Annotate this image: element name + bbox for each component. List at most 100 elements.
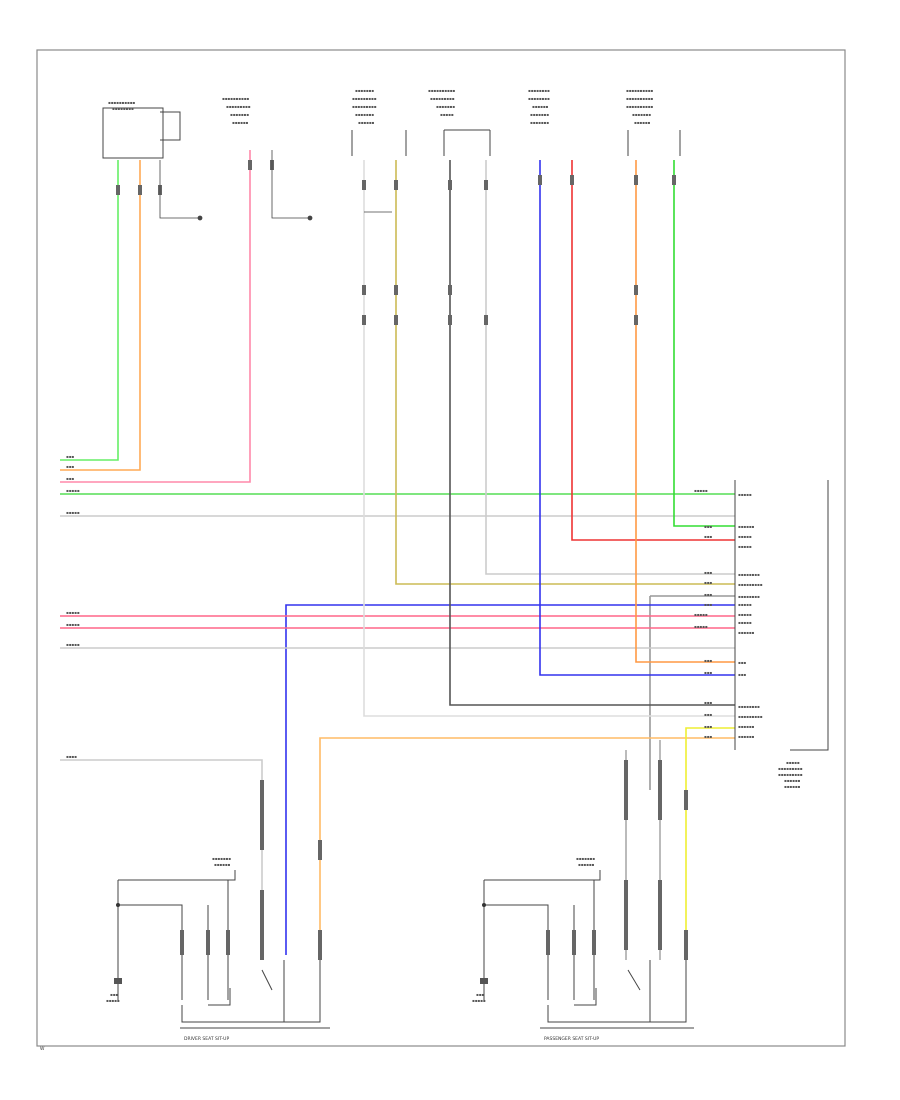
component-block-2: ▪▪▪▪▪▪▪▪▪▪ ▪▪▪▪▪▪▪▪▪ ▪▪▪▪▪▪▪ ▪▪▪▪▪▪ bbox=[222, 96, 251, 125]
svg-text:▪▪▪: ▪▪▪ bbox=[738, 660, 746, 665]
ecu-pin-labels: ▪▪▪▪▪ ▪▪▪▪▪▪ ▪▪▪▪▪ ▪▪▪▪▪ ▪▪▪▪▪▪▪▪ ▪▪▪▪▪▪… bbox=[738, 492, 763, 739]
svg-text:▪▪▪▪▪▪▪▪▪▪: ▪▪▪▪▪▪▪▪▪▪ bbox=[626, 96, 653, 101]
svg-text:▪▪▪▪▪: ▪▪▪▪▪ bbox=[738, 602, 752, 607]
wire-tan bbox=[395, 160, 735, 585]
svg-text:▪▪▪▪▪▪▪▪: ▪▪▪▪▪▪▪▪ bbox=[738, 704, 760, 709]
svg-text:▪▪▪▪▪▪▪▪: ▪▪▪▪▪▪▪▪ bbox=[738, 594, 760, 599]
svg-text:▪▪▪: ▪▪▪ bbox=[704, 700, 712, 705]
svg-text:▪▪▪: ▪▪▪ bbox=[704, 658, 712, 663]
svg-text:▪▪▪▪▪: ▪▪▪▪▪ bbox=[786, 760, 800, 765]
svg-text:▪▪▪▪▪▪: ▪▪▪▪▪▪ bbox=[578, 862, 595, 867]
passenger-switch-caption: PASSENGER SEAT SIT-UP bbox=[544, 1036, 599, 1042]
svg-text:▪▪▪: ▪▪▪ bbox=[704, 580, 712, 585]
svg-text:▪▪▪▪▪▪▪▪: ▪▪▪▪▪▪▪▪ bbox=[738, 572, 760, 577]
component-block-4: ▪▪▪▪▪▪▪▪▪▪ ▪▪▪▪▪▪▪▪▪ ▪▪▪▪▪▪▪ ▪▪▪▪▪ bbox=[428, 88, 491, 156]
svg-text:▪▪▪▪▪▪: ▪▪▪▪▪▪ bbox=[232, 120, 249, 125]
svg-text:▪▪▪▪▪▪: ▪▪▪▪▪▪ bbox=[784, 778, 801, 783]
wire-orange-1 bbox=[60, 160, 141, 471]
wire-green-right bbox=[673, 160, 735, 527]
svg-text:▪▪▪▪▪▪: ▪▪▪▪▪▪ bbox=[214, 862, 231, 867]
svg-text:▪▪▪: ▪▪▪ bbox=[66, 454, 74, 459]
svg-text:▪▪▪▪▪▪▪▪▪▪: ▪▪▪▪▪▪▪▪▪▪ bbox=[428, 88, 455, 93]
svg-text:▪▪▪▪▪▪▪▪▪: ▪▪▪▪▪▪▪▪▪ bbox=[226, 104, 251, 109]
wire-gray-2 bbox=[649, 595, 735, 790]
svg-text:▪▪▪▪▪▪: ▪▪▪▪▪▪ bbox=[738, 524, 755, 529]
svg-text:▪▪▪▪▪▪▪: ▪▪▪▪▪▪▪ bbox=[632, 112, 651, 117]
svg-text:▪▪▪▪▪: ▪▪▪▪▪ bbox=[440, 112, 454, 117]
splice-branches bbox=[159, 150, 392, 221]
svg-text:▪▪▪▪: ▪▪▪▪ bbox=[66, 754, 77, 759]
svg-text:▪▪▪▪▪: ▪▪▪▪▪ bbox=[106, 998, 120, 1003]
component-block-1: ▪▪▪▪▪▪▪▪▪▪ ▪▪▪▪▪▪▪▪ bbox=[102, 100, 181, 159]
svg-text:▪▪▪▪▪: ▪▪▪▪▪ bbox=[738, 492, 752, 497]
svg-text:▪▪▪▪▪▪▪▪: ▪▪▪▪▪▪▪▪ bbox=[112, 106, 134, 111]
svg-text:▪▪▪▪▪▪▪: ▪▪▪▪▪▪▪ bbox=[530, 112, 549, 117]
svg-text:▪▪▪▪▪▪▪▪▪: ▪▪▪▪▪▪▪▪▪ bbox=[778, 766, 803, 771]
svg-text:▪▪▪▪▪: ▪▪▪▪▪ bbox=[738, 620, 752, 625]
ecu-title: ▪▪▪▪▪ ▪▪▪▪▪▪▪▪▪ ▪▪▪▪▪▪▪▪▪ ▪▪▪▪▪▪ ▪▪▪▪▪▪ bbox=[778, 760, 803, 789]
svg-text:▪▪▪▪▪▪: ▪▪▪▪▪▪ bbox=[738, 630, 755, 635]
passenger-seat-switch: ▪▪▪▪▪▪▪ ▪▪▪▪▪▪ ▪▪▪ ▪▪▪▪▪ PASSENGER SEAT … bbox=[472, 760, 694, 1042]
svg-text:▪▪▪▪▪▪: ▪▪▪▪▪▪ bbox=[358, 120, 375, 125]
svg-text:▪▪▪▪▪: ▪▪▪▪▪ bbox=[694, 488, 708, 493]
svg-text:▪▪▪▪▪▪▪: ▪▪▪▪▪▪▪ bbox=[436, 104, 455, 109]
svg-text:▪▪▪▪▪: ▪▪▪▪▪ bbox=[472, 998, 486, 1003]
wire-yellow bbox=[685, 727, 735, 960]
svg-text:▪▪▪: ▪▪▪ bbox=[704, 534, 712, 539]
ground-icon-right: ▪▪▪ ▪▪▪▪▪ bbox=[472, 978, 488, 1003]
component-block-6: ▪▪▪▪▪▪▪▪▪▪ ▪▪▪▪▪▪▪▪▪▪ ▪▪▪▪▪▪▪▪▪▪ ▪▪▪▪▪▪▪… bbox=[626, 88, 681, 156]
svg-text:▪▪▪: ▪▪▪ bbox=[476, 992, 484, 997]
svg-text:▪▪▪: ▪▪▪ bbox=[704, 734, 712, 739]
svg-text:▪▪▪▪▪▪▪: ▪▪▪▪▪▪▪ bbox=[355, 88, 374, 93]
wire-light-3 bbox=[363, 160, 735, 717]
svg-text:▪▪▪▪▪: ▪▪▪▪▪ bbox=[694, 612, 708, 617]
svg-text:▪▪▪▪▪: ▪▪▪▪▪ bbox=[66, 488, 80, 493]
svg-text:▪▪▪▪▪: ▪▪▪▪▪ bbox=[66, 610, 80, 615]
svg-text:▪▪▪▪▪▪▪▪▪: ▪▪▪▪▪▪▪▪▪ bbox=[738, 582, 763, 587]
svg-text:▪▪▪▪▪: ▪▪▪▪▪ bbox=[738, 534, 752, 539]
svg-text:▪▪▪: ▪▪▪ bbox=[704, 724, 712, 729]
svg-text:▪▪▪▪▪: ▪▪▪▪▪ bbox=[694, 624, 708, 629]
wire-black bbox=[449, 160, 735, 706]
ground-icon-left: ▪▪▪ ▪▪▪▪▪ bbox=[106, 978, 122, 1003]
svg-text:▪▪▪▪▪▪▪: ▪▪▪▪▪▪▪ bbox=[576, 856, 595, 861]
svg-text:▪▪▪: ▪▪▪ bbox=[66, 476, 74, 481]
svg-text:▪▪▪: ▪▪▪ bbox=[704, 592, 712, 597]
wire-pink-1 bbox=[60, 150, 251, 483]
svg-text:▪▪▪▪▪▪▪: ▪▪▪▪▪▪▪ bbox=[212, 856, 231, 861]
svg-text:▪▪▪▪▪▪▪▪: ▪▪▪▪▪▪▪▪ bbox=[528, 96, 550, 101]
svg-text:▪▪▪▪▪▪▪▪▪: ▪▪▪▪▪▪▪▪▪ bbox=[352, 96, 377, 101]
driver-switch-caption: DRIVER SEAT SIT-UP bbox=[184, 1036, 229, 1042]
svg-text:▪▪▪▪▪▪▪▪▪▪: ▪▪▪▪▪▪▪▪▪▪ bbox=[626, 104, 653, 109]
page-code: W bbox=[40, 1046, 45, 1052]
svg-text:▪▪▪: ▪▪▪ bbox=[66, 464, 74, 469]
svg-text:▪▪▪▪▪▪: ▪▪▪▪▪▪ bbox=[634, 120, 651, 125]
component-block-5: ▪▪▪▪▪▪▪▪ ▪▪▪▪▪▪▪▪ ▪▪▪▪▪▪ ▪▪▪▪▪▪▪ ▪▪▪▪▪▪▪ bbox=[528, 88, 550, 125]
svg-text:▪▪▪: ▪▪▪ bbox=[704, 524, 712, 529]
svg-text:▪▪▪▪▪▪: ▪▪▪▪▪▪ bbox=[738, 724, 755, 729]
svg-text:▪▪▪▪▪▪: ▪▪▪▪▪▪ bbox=[784, 784, 801, 789]
svg-text:▪▪▪: ▪▪▪ bbox=[704, 602, 712, 607]
svg-text:▪▪▪▪▪▪▪▪▪: ▪▪▪▪▪▪▪▪▪ bbox=[778, 772, 803, 777]
wire-green-1 bbox=[60, 160, 119, 461]
svg-text:▪▪▪▪▪: ▪▪▪▪▪ bbox=[66, 642, 80, 647]
left-labels: ▪▪▪ ▪▪▪ ▪▪▪ ▪▪▪▪▪ ▪▪▪▪▪ ▪▪▪▪▪ ▪▪▪▪▪ ▪▪▪▪… bbox=[66, 454, 80, 759]
wire-blue-right bbox=[539, 160, 735, 676]
svg-text:▪▪▪: ▪▪▪ bbox=[110, 992, 118, 997]
wire-orange-right bbox=[635, 160, 735, 663]
top-components: ▪▪▪▪▪▪▪▪▪▪ ▪▪▪▪▪▪▪▪ ▪▪▪▪▪▪▪▪▪▪ ▪▪▪▪▪▪▪▪▪… bbox=[102, 88, 681, 159]
svg-text:▪▪▪: ▪▪▪ bbox=[704, 712, 712, 717]
wire-blue-driver bbox=[285, 604, 735, 955]
svg-text:▪▪▪▪▪▪: ▪▪▪▪▪▪ bbox=[738, 734, 755, 739]
svg-text:▪▪▪▪▪▪▪: ▪▪▪▪▪▪▪ bbox=[530, 120, 549, 125]
ecu-connector: ▪▪▪▪▪ ▪▪▪▪▪▪ ▪▪▪▪▪ ▪▪▪▪▪ ▪▪▪▪▪▪▪▪ ▪▪▪▪▪▪… bbox=[694, 480, 829, 789]
svg-text:▪▪▪▪▪▪▪: ▪▪▪▪▪▪▪ bbox=[355, 112, 374, 117]
component-block-3: ▪▪▪▪▪▪▪ ▪▪▪▪▪▪▪▪▪ ▪▪▪▪▪▪▪▪▪ ▪▪▪▪▪▪▪ ▪▪▪▪… bbox=[351, 88, 407, 156]
svg-text:▪▪▪▪▪: ▪▪▪▪▪ bbox=[738, 544, 752, 549]
wires bbox=[60, 150, 735, 960]
wire-red-right bbox=[571, 160, 735, 541]
svg-text:▪▪▪▪▪▪▪▪▪▪: ▪▪▪▪▪▪▪▪▪▪ bbox=[108, 100, 135, 105]
svg-text:▪▪▪▪▪▪▪▪▪▪: ▪▪▪▪▪▪▪▪▪▪ bbox=[626, 88, 653, 93]
svg-text:▪▪▪▪▪: ▪▪▪▪▪ bbox=[66, 622, 80, 627]
